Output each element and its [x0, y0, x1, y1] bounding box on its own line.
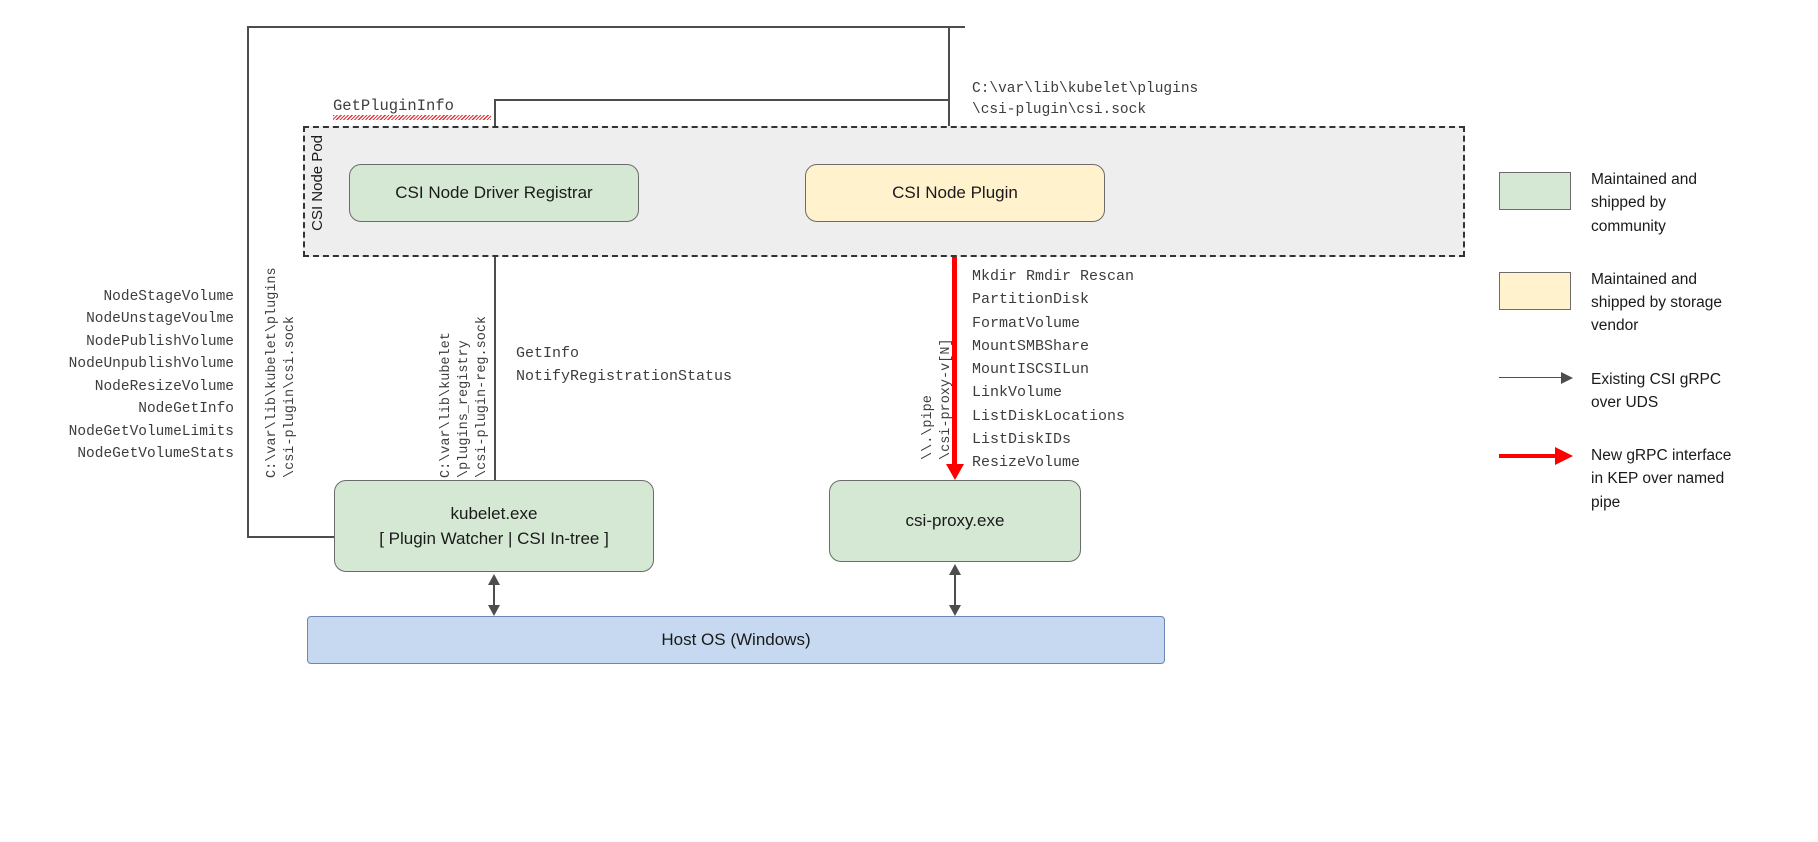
connector-csi-uds-top	[247, 26, 965, 28]
label-csi-socket-path-rotated: C:\var\lib\kubelet\plugins \csi-plugin\c…	[265, 267, 299, 478]
node-box-csi-node-driver-registrar-label: CSI Node Driver Registrar	[395, 183, 593, 203]
csi-proxy-api-item: LinkVolume	[972, 384, 1063, 402]
node-box-csi-node-driver-registrar[interactable]: CSI Node Driver Registrar	[349, 164, 639, 222]
label-getplugininfo: GetPluginInfo	[333, 97, 454, 115]
legend-key-existing-csi-uds	[1499, 368, 1591, 384]
node-box-csi-proxy-exe-label: csi-proxy.exe	[905, 511, 1005, 531]
csi-proxy-api-item: MountISCSILun	[972, 361, 1090, 378]
csi-node-rpc-item: NodeGetVolumeLimits	[68, 423, 234, 440]
label-named-pipe-rotated: \\.\pipe \csi-proxy-v[N]	[921, 338, 955, 460]
node-box-kubelet-exe-sublabel: [ Plugin Watcher | CSI In-tree ]	[379, 529, 609, 548]
node-box-host-os[interactable]: Host OS (Windows)	[307, 616, 1165, 664]
connector-kep-named-pipe	[952, 222, 957, 466]
legend: Maintained and shipped by community Main…	[1499, 168, 1809, 544]
csi-proxy-api-item: Mkdir Rmdir Rescan	[972, 268, 1135, 285]
csi-proxy-api-item: PartitionDisk	[972, 291, 1090, 309]
csi-proxy-api-item: ListDiskIDs	[972, 430, 1072, 448]
legend-label-storage-vendor: Maintained and shipped by storage vendor	[1591, 270, 1722, 335]
node-box-host-os-label: Host OS (Windows)	[661, 630, 811, 650]
legend-key-new-grpc-kep	[1499, 444, 1591, 465]
legend-label-existing-csi-uds: Existing CSI gRPC over UDS	[1591, 370, 1722, 411]
legend-arrow-gray-icon	[1499, 371, 1575, 384]
legend-swatch-yellow	[1499, 271, 1571, 310]
spellcheck-squiggle-decoration	[333, 115, 491, 120]
legend-arrow-red-icon	[1499, 447, 1575, 465]
connector-csiproxy-hostos-arrow-up	[949, 564, 961, 575]
label-registry-socket-path-rotated: C:\var\lib\kubelet \plugins_registry \cs…	[439, 315, 491, 478]
legend-item-storage-vendor: Maintained and shipped by storage vendor	[1499, 268, 1809, 338]
legend-item-new-grpc-kep: New gRPC interface in KEP over named pip…	[1499, 444, 1809, 514]
connector-registration-vertical	[494, 233, 496, 481]
csi-node-rpc-item: NodePublishVolume	[86, 333, 234, 350]
csi-proxy-api-item: FormatVolume	[972, 314, 1081, 332]
node-box-kubelet-exe-label: kubelet.exe	[450, 503, 538, 523]
connector-csiproxy-hostos-arrow-down	[949, 605, 961, 616]
legend-swatch-green	[1499, 172, 1571, 210]
csi-node-rpc-item: NodeGetInfo	[138, 401, 234, 418]
csi-node-pod-label: CSI Node Pod	[309, 25, 329, 231]
node-box-kubelet-exe[interactable]: kubelet.exe [ Plugin Watcher | CSI In-tr…	[334, 480, 654, 572]
connector-csi-uds-left-spine	[247, 26, 249, 537]
label-registration-calls: GetInfo NotifyRegistrationStatus	[516, 345, 733, 386]
csi-node-rpc-item: NodeGetVolumeStats	[77, 446, 234, 463]
connector-csiproxy-hostos-shaft	[954, 573, 956, 607]
node-box-csi-node-plugin-label: CSI Node Plugin	[892, 183, 1018, 203]
connector-kubelet-hostos-arrow-down	[488, 605, 500, 616]
connector-csi-uds-node-plugin-drop	[948, 26, 950, 158]
legend-key-storage-vendor	[1499, 268, 1591, 310]
csi-node-rpc-item: NodeStageVolume	[103, 289, 234, 305]
csi-node-rpc-item: NodeUnstageVoulme	[86, 311, 234, 328]
node-box-csi-node-plugin[interactable]: CSI Node Plugin	[805, 164, 1105, 222]
csi-node-pod-label-text: CSI Node Pod	[309, 135, 326, 231]
csi-proxy-api-item: ListDiskLocations	[972, 407, 1126, 425]
node-box-csi-proxy-exe[interactable]: csi-proxy.exe	[829, 480, 1081, 562]
legend-label-community: Maintained and shipped by community	[1591, 171, 1697, 235]
connector-kep-named-pipe-arrowhead	[946, 464, 964, 480]
csi-node-rpc-item: NodeUnpublishVolume	[68, 356, 234, 373]
connector-kubelet-hostos-arrow-up	[488, 574, 500, 585]
connector-getplugininfo-horizontal	[494, 99, 949, 101]
csi-proxy-api-item: ResizeVolume	[972, 454, 1081, 471]
label-node-plugin-socket-path: C:\var\lib\kubelet\plugins \csi-plugin\c…	[972, 81, 1199, 119]
csi-node-rpc-item: NodeResizeVolume	[94, 378, 234, 395]
csi-proxy-api-item: MountSMBShare	[972, 337, 1090, 355]
legend-label-new-grpc-kep: New gRPC interface in KEP over named pip…	[1591, 447, 1732, 511]
connector-kubelet-hostos-shaft	[493, 583, 495, 607]
legend-key-community	[1499, 168, 1591, 210]
legend-item-community: Maintained and shipped by community	[1499, 168, 1809, 238]
legend-item-existing-csi-uds: Existing CSI gRPC over UDS	[1499, 368, 1809, 415]
connector-csi-uds-to-kubelet	[247, 536, 335, 538]
